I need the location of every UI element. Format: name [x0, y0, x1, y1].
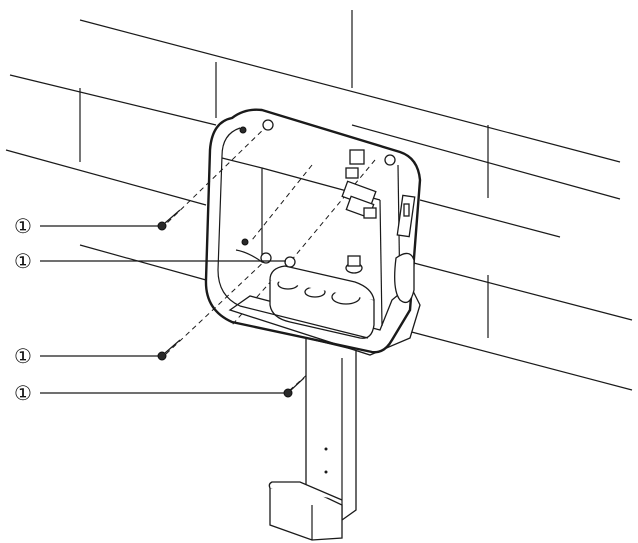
brick-wall	[5, 10, 633, 391]
callout-label: ①	[14, 381, 32, 405]
screw-icon	[157, 339, 181, 361]
pedestal-post	[268, 337, 357, 541]
callout-3: ①	[14, 339, 181, 368]
callout-1: ①	[14, 209, 181, 238]
screw-icon	[157, 209, 181, 231]
callout-label: ①	[14, 214, 32, 238]
callout-label: ①	[14, 344, 32, 368]
wall-bracket	[204, 108, 422, 354]
screw-icon	[283, 377, 305, 398]
mounting-base	[228, 265, 421, 356]
callout-label: ①	[14, 249, 32, 273]
callout-4: ①	[14, 377, 305, 405]
callout-2: ①	[14, 249, 286, 273]
